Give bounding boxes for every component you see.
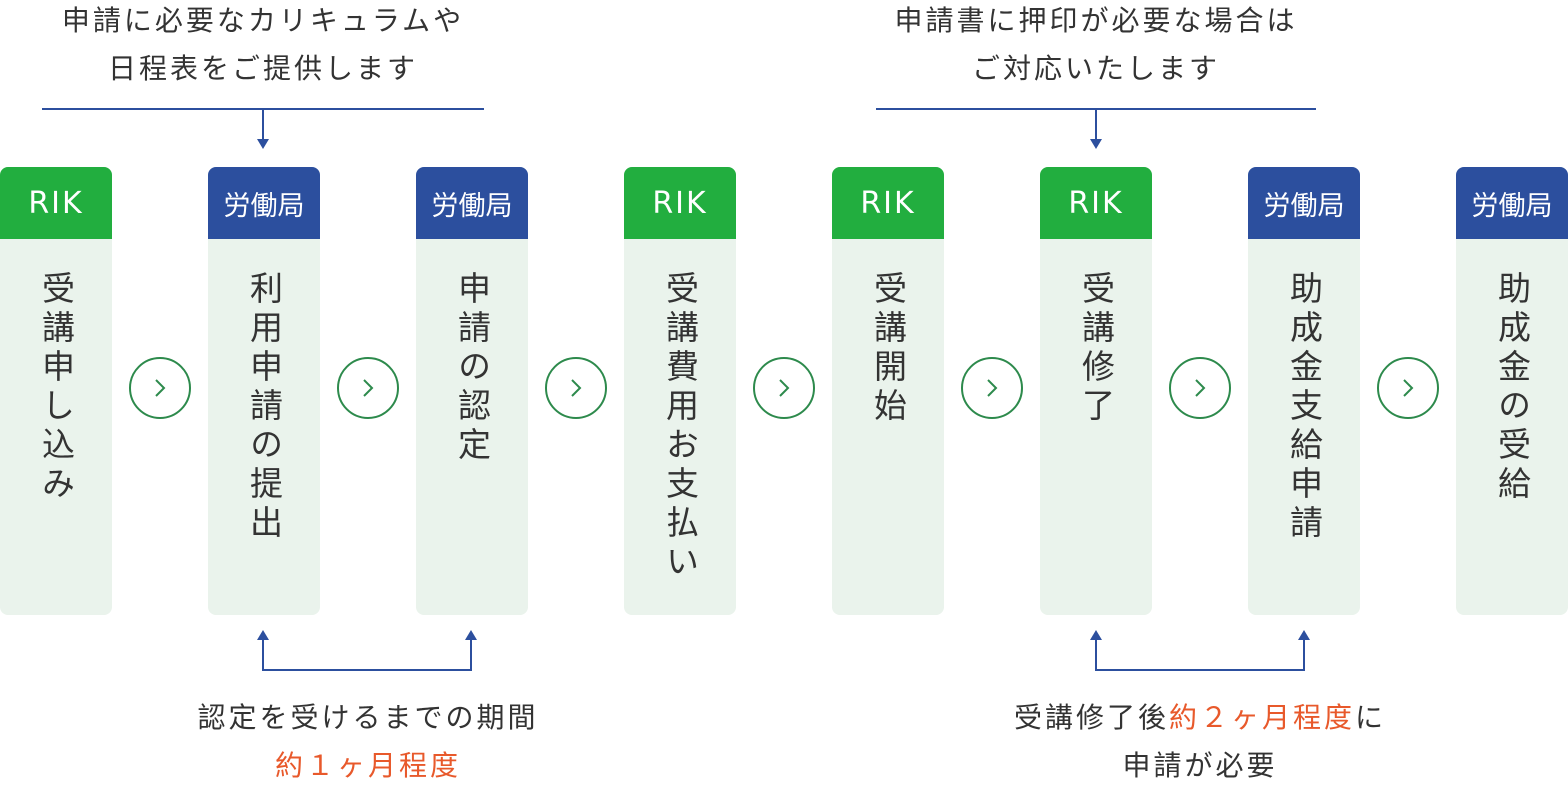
note-curriculum-pointer xyxy=(262,109,264,139)
badge-labor-bureau: 労働局 xyxy=(1456,167,1568,239)
note-seal: 申請書に押印が必要な場合は ご対応いたします xyxy=(876,0,1316,93)
step-label: 受講修了 xyxy=(1076,271,1116,427)
step-label: 助成金の受給 xyxy=(1492,271,1532,505)
note-curriculum-line2: 日程表をご提供します xyxy=(107,52,418,85)
arrow-up-icon xyxy=(1090,630,1102,640)
note-certification-period-line1: 認定を受けるまでの期間 xyxy=(197,701,539,734)
step-label: 受講申し込み xyxy=(36,271,76,505)
badge-rik: RIK xyxy=(0,167,112,239)
note-certification-period-duration: 約１ヶ月程度 xyxy=(274,749,461,782)
step-card-5: RIK 受講開始 xyxy=(832,167,944,615)
note-seal-pointer xyxy=(1095,109,1097,139)
arrow-down-icon xyxy=(1090,139,1102,149)
badge-labor-bureau: 労働局 xyxy=(208,167,320,239)
step-label: 利用申請の提出 xyxy=(244,271,284,544)
certification-period-bracket xyxy=(262,669,472,671)
step-card-8: 労働局 助成金の受給 xyxy=(1456,167,1568,615)
note-application-deadline: 受講修了後約２ヶ月程度に 申請が必要 xyxy=(980,694,1420,790)
step-card-2: 労働局 利用申請の提出 xyxy=(208,167,320,615)
chevron-right-circle-icon xyxy=(961,357,1023,419)
step-label: 申請の認定 xyxy=(452,271,492,466)
note-certification-period: 認定を受けるまでの期間 約１ヶ月程度 xyxy=(166,694,570,790)
bracket-right-stem xyxy=(470,640,472,671)
step-label: 受講費用お支払い xyxy=(660,271,700,583)
step-card-7: 労働局 助成金支給申請 xyxy=(1248,167,1360,615)
note-curriculum: 申請に必要なカリキュラムや 日程表をご提供します xyxy=(42,0,484,93)
application-deadline-bracket xyxy=(1095,669,1305,671)
arrow-up-icon xyxy=(257,630,269,640)
chevron-right-circle-icon xyxy=(753,357,815,419)
badge-labor-bureau: 労働局 xyxy=(1248,167,1360,239)
badge-labor-bureau: 労働局 xyxy=(416,167,528,239)
note-application-deadline-suffix: に xyxy=(1355,701,1387,734)
note-application-deadline-duration: 約２ヶ月程度 xyxy=(1168,701,1355,734)
chevron-right-circle-icon xyxy=(129,357,191,419)
badge-rik: RIK xyxy=(1040,167,1152,239)
arrow-down-icon xyxy=(257,139,269,149)
step-label: 受講開始 xyxy=(868,271,908,427)
note-application-deadline-prefix: 受講修了後 xyxy=(1013,701,1169,734)
bracket-right-stem xyxy=(1303,640,1305,671)
chevron-right-circle-icon xyxy=(545,357,607,419)
step-card-3: 労働局 申請の認定 xyxy=(416,167,528,615)
chevron-right-circle-icon xyxy=(1377,357,1439,419)
arrow-up-icon xyxy=(1298,630,1310,640)
note-seal-line1: 申請書に押印が必要な場合は xyxy=(894,4,1298,37)
note-curriculum-line1: 申請に必要なカリキュラムや xyxy=(61,4,465,37)
chevron-right-circle-icon xyxy=(1169,357,1231,419)
bracket-left-stem xyxy=(1095,640,1097,671)
step-label: 助成金支給申請 xyxy=(1284,271,1324,544)
step-card-1: RIK 受講申し込み xyxy=(0,167,112,615)
bracket-left-stem xyxy=(262,640,264,671)
badge-rik: RIK xyxy=(624,167,736,239)
arrow-up-icon xyxy=(465,630,477,640)
chevron-right-circle-icon xyxy=(337,357,399,419)
note-seal-line2: ご対応いたします xyxy=(971,52,1220,85)
note-application-deadline-line2: 申請が必要 xyxy=(1122,749,1278,782)
badge-rik: RIK xyxy=(832,167,944,239)
note-application-deadline-line1: 受講修了後約２ヶ月程度に xyxy=(980,694,1420,742)
step-card-4: RIK 受講費用お支払い xyxy=(624,167,736,615)
step-card-6: RIK 受講修了 xyxy=(1040,167,1152,615)
